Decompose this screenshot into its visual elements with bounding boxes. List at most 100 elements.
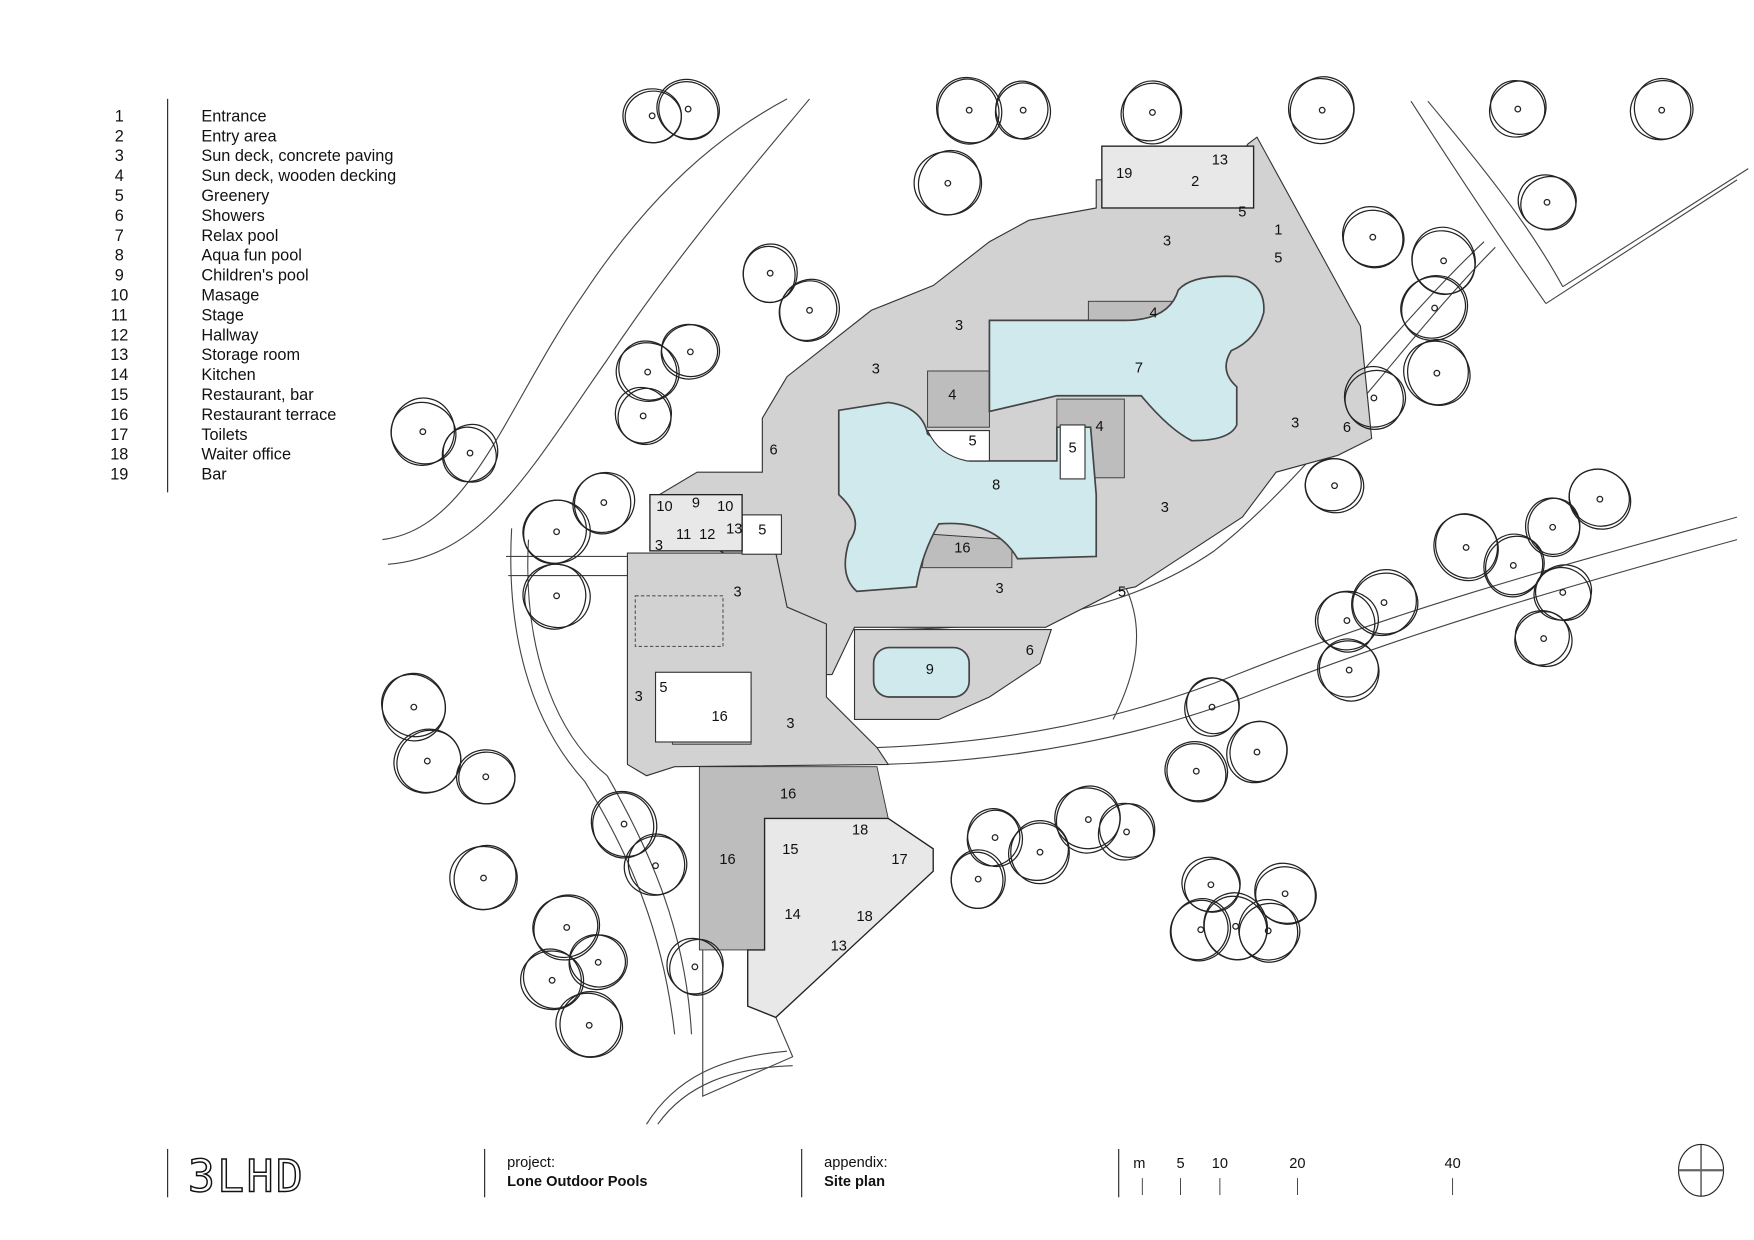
tree-icon [1517,174,1577,231]
tree-icon [614,386,673,446]
tree-icon [449,844,518,911]
tree-icon [555,990,624,1058]
tree-icon [1341,206,1405,269]
legend-number: 4 [115,167,124,185]
legend-label: Children's pool [201,267,308,285]
legend-label: Relax pool [201,227,278,245]
tree-icon [1524,497,1581,558]
plan-area-label: 16 [780,787,796,803]
legend-number: 17 [110,426,128,444]
greenery [926,430,990,462]
tree-icon [1304,457,1365,514]
scale-bar: m 5 10 20 40 [1133,1156,1461,1196]
legend-number: 19 [110,466,128,484]
legend-label: Greenery [201,187,270,205]
tree-icon [1120,80,1183,145]
legend-label: Entry area [201,127,277,145]
tree-icon [1533,564,1593,622]
plan-area-label: 5 [968,434,976,450]
plan-area-label: 8 [992,478,1000,494]
tree-icon [1343,365,1407,430]
logo: 3LHD [188,1150,305,1203]
trees [381,76,1694,1058]
tree-icon [615,340,680,403]
legend-number: 10 [110,287,128,305]
plan-area-label: 5 [1118,584,1126,600]
legend-number: 1 [115,107,124,125]
tree-icon [1483,533,1545,598]
project-label: project: [507,1155,555,1171]
tree-icon [1169,898,1232,962]
legend-label: Hallway [201,326,259,344]
tree-icon [1254,862,1317,925]
tree-icon [1317,638,1380,702]
tree-icon [1568,468,1632,530]
legend-label: Restaurant, bar [201,386,314,404]
north-arrow-icon [1677,1143,1725,1197]
pool-complex [626,136,1373,1097]
plan-area-label: 12 [699,527,715,543]
tree-icon [522,563,591,630]
plan-area-label: 11 [676,527,691,543]
tree-icon [950,849,1006,910]
plan-area-label: 4 [948,388,956,404]
plan-area-label: 5 [1274,250,1282,266]
plan-area-label: 4 [1149,306,1157,322]
plan-area-label: 7 [1135,361,1143,377]
tree-icon [455,749,516,805]
tree-icon [520,948,585,1011]
scale-tick-label: 40 [1444,1156,1460,1172]
legend-number: 11 [111,306,128,324]
greenery [741,514,783,555]
legend-number: 15 [110,386,128,404]
tree-icon [1226,720,1288,784]
plan-area-label: 5 [758,522,766,538]
plan-area-label: 6 [770,443,778,459]
legend-number: 13 [110,346,128,364]
tree-icon [393,728,462,794]
tree-icon [1433,513,1499,582]
restaurant-building [747,817,934,1019]
tree-icon [1400,275,1469,341]
tree-icon [1203,892,1268,961]
legend-number: 7 [115,227,124,245]
legend-label: Bar [201,466,227,484]
title-block: 3LHD project: Lone Outdoor Pools appendi… [167,1143,1725,1203]
childrens-pool [872,646,971,698]
tree-icon [1314,590,1379,653]
scale-tick-label: 20 [1289,1156,1305,1172]
tree-icon [390,397,457,466]
plan-area-label: 3 [635,689,643,705]
plan-area-label: 3 [872,362,880,378]
legend-number: 6 [115,207,124,225]
legend-label: Stage [201,306,244,324]
appendix-name: Site plan [824,1174,885,1190]
plan-area-label: 3 [955,318,963,334]
plan-area-label: 17 [891,852,907,868]
plan-area-label: 15 [782,842,798,858]
legend-number: 9 [115,267,124,285]
tree-icon [1184,677,1240,737]
relax-pool [988,275,1265,442]
legend-number: 8 [115,247,124,265]
legend-label: Entrance [201,107,266,125]
tree-icon [1403,338,1471,406]
tree-icon [1181,856,1241,913]
legend-label: Showers [201,207,264,225]
plan-area-label: 2 [1191,174,1199,190]
legend-label: Storage room [201,346,300,364]
tree-icon [1488,79,1547,138]
plan-area-label: 5 [1238,204,1246,220]
stage-building [649,493,743,552]
plan-area-label: 16 [719,852,735,868]
plan-area-label: 16 [954,540,970,556]
tree-icon [994,80,1052,140]
plan-area-label: 6 [1026,643,1034,659]
plan-area-label: 4 [1096,419,1104,435]
tree-icon [1514,610,1573,668]
tree-icon [1238,898,1301,963]
plan-area-label: 3 [1161,500,1169,516]
greenery [654,671,752,743]
